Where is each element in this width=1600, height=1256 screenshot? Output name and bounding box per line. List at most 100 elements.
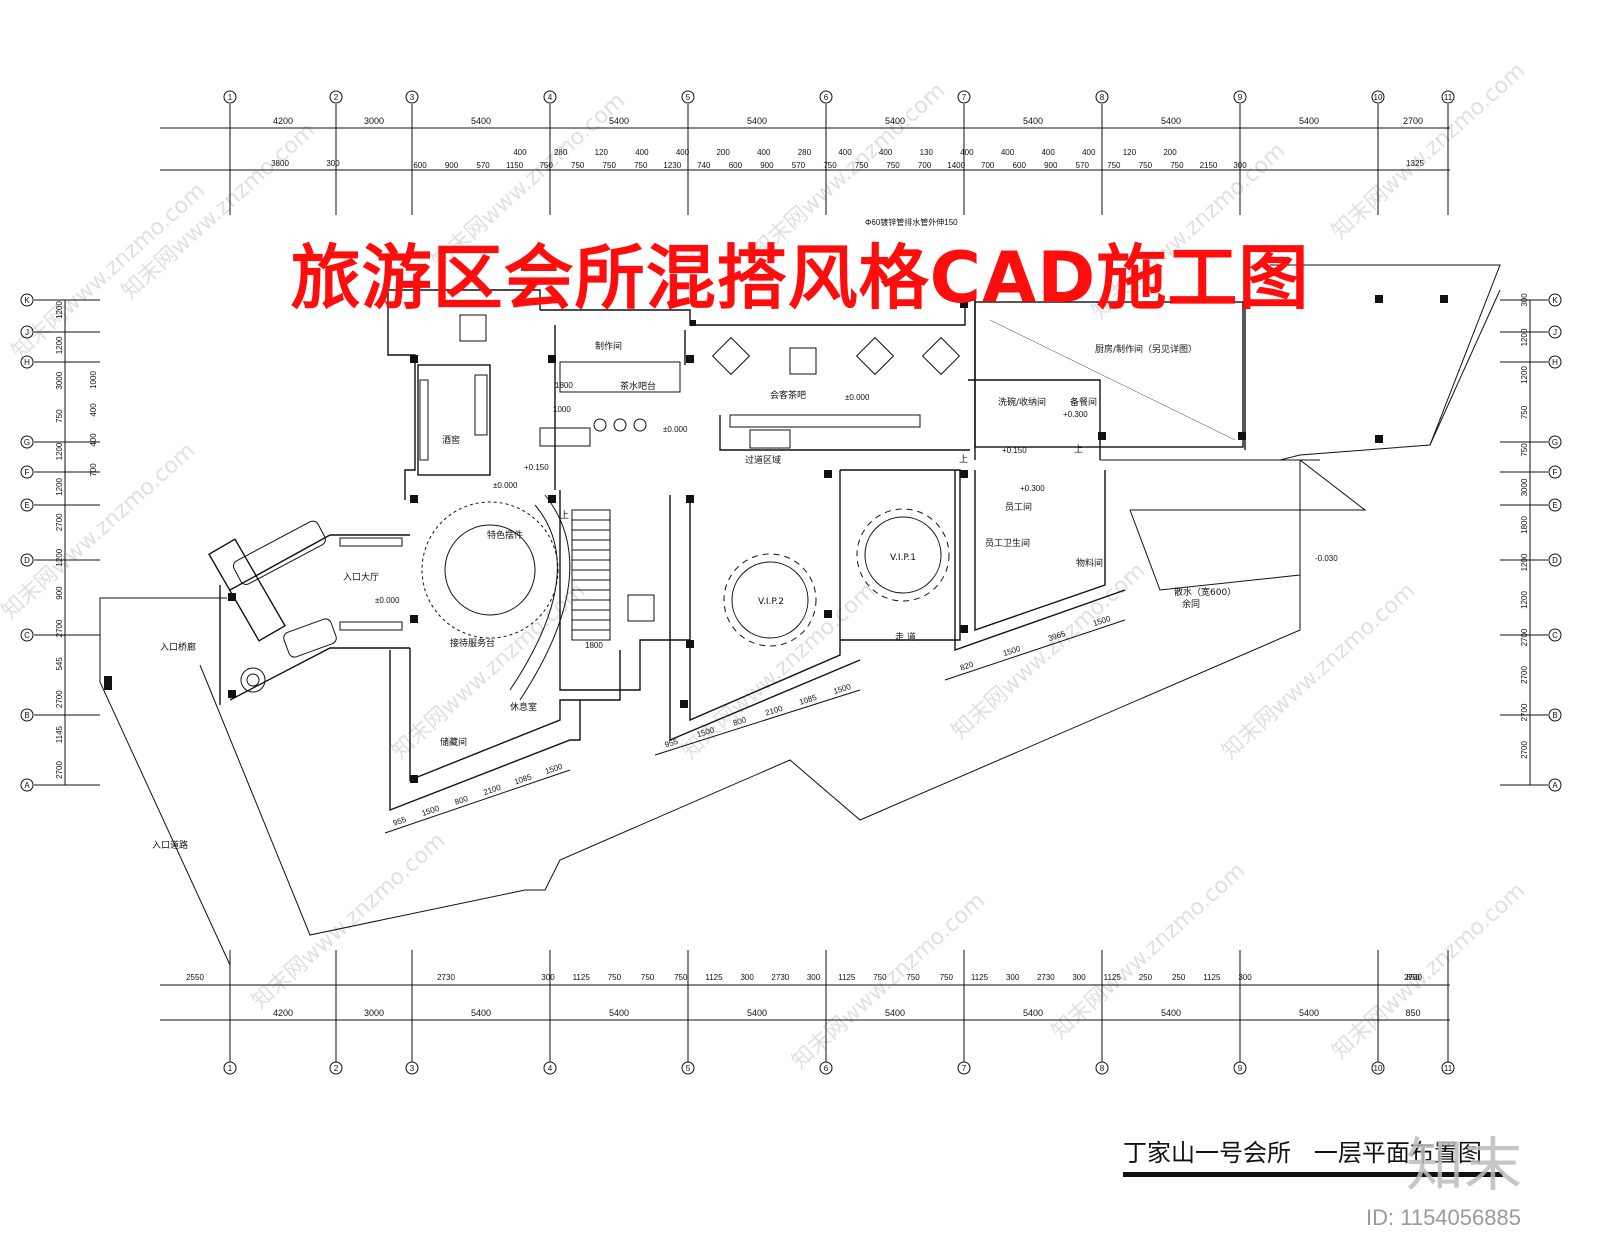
dimension-label: 4200 — [273, 1008, 293, 1018]
dimension-label: 2700 — [55, 513, 64, 531]
annex-dimension-label: 955 — [664, 737, 680, 750]
grid-row-bubble — [20, 465, 34, 479]
label-kitchen: 厨房/制作间（另见详图） — [1095, 343, 1197, 355]
dimension-label: 1125 — [971, 973, 989, 982]
grid-column-label: 10 — [1374, 93, 1383, 102]
dimension-label: 300 — [541, 973, 555, 982]
grid-row-label: G — [24, 438, 30, 447]
grid-row-bubble — [20, 325, 34, 339]
label-tea-bar: 茶水吧台 — [620, 380, 656, 392]
dimension-label: 400 — [635, 148, 649, 157]
grid-row-label: J — [1553, 328, 1557, 337]
grid-row-label: D — [1552, 556, 1558, 565]
level-mark: +0.300 — [1063, 410, 1088, 419]
dimension-label: 250 — [1139, 973, 1153, 982]
level-mark: +0.300 — [1020, 484, 1045, 493]
grid-row-label: H — [24, 358, 30, 367]
dimension-label: 850 — [1406, 973, 1420, 982]
brand-logo: 知末 — [1406, 1131, 1523, 1199]
dimension-label: 1200 — [1520, 553, 1529, 571]
label-wash: 洗碗/收纳间 — [998, 396, 1046, 408]
grid-row-label: B — [1552, 711, 1557, 720]
grid-row-label: K — [1552, 296, 1558, 305]
grid-column-label: 5 — [686, 93, 691, 102]
dimension-label: 750 — [641, 973, 655, 982]
dimension-label: 750 — [823, 161, 837, 170]
dimension-label: 3000 — [364, 116, 384, 126]
dimension-label: 750 — [571, 161, 585, 170]
annex-dimension-label: 800 — [732, 715, 748, 728]
grid-row-bubble — [1548, 355, 1562, 369]
grid-column-label: 9 — [1238, 93, 1243, 102]
dimension-label: 545 — [55, 657, 64, 671]
dimension-label: 700 — [918, 161, 932, 170]
label-up: 上 — [959, 454, 968, 465]
dimension-label: 3000 — [364, 1008, 384, 1018]
watermark: 知末网www.znzmo.com — [1327, 878, 1530, 1064]
dimension-label: 400 — [960, 148, 974, 157]
level-mark: ±0.000 — [845, 393, 870, 402]
dimension-label: 750 — [1139, 161, 1153, 170]
grid-column-label: 8 — [1100, 1064, 1105, 1073]
dimension-label: 900 — [1044, 161, 1058, 170]
dimension-label: 300 — [807, 973, 821, 982]
grid-row-bubble — [20, 628, 34, 642]
grid-row-label: C — [1552, 631, 1558, 640]
grid-row-label: E — [24, 501, 29, 510]
dimension-label: 1145 — [55, 725, 64, 743]
dimension-label: 1200 — [55, 442, 64, 460]
inner-dim: 1000 — [553, 405, 571, 414]
grid-row-bubble — [1548, 553, 1562, 567]
dimension-label: 400 — [757, 148, 771, 157]
dimension-label: 750 — [1520, 405, 1529, 419]
grid-row-bubble — [20, 553, 34, 567]
grid-column-label: 3 — [410, 93, 415, 102]
dimension-label: 2700 — [1520, 741, 1529, 759]
dimension-label: 2700 — [1520, 666, 1529, 684]
grid-row-bubble — [1548, 628, 1562, 642]
grid-row-bubble — [20, 355, 34, 369]
annex-dimension-label: 1085 — [513, 772, 533, 786]
dimension-label: 1200 — [1520, 328, 1529, 346]
dimension-label: 300 — [740, 973, 754, 982]
grid-row-bubble — [20, 778, 34, 792]
dimension-label: 400 — [89, 433, 98, 447]
dimension-label: 1200 — [55, 548, 64, 566]
label-up: 上 — [1074, 444, 1083, 455]
annex-dimension-label: 955 — [392, 815, 408, 828]
dimension-label: 1230 — [663, 161, 681, 170]
grid-column-label: 11 — [1444, 93, 1453, 102]
grid-row-label: J — [25, 328, 29, 337]
dimension-label: 1125 — [573, 973, 591, 982]
grid-column-bubble — [1095, 90, 1109, 104]
level-mark: +0.150 — [524, 463, 549, 472]
grid-row-bubble — [20, 435, 34, 449]
label-entrance-bridge: 入口桥廊 — [160, 641, 196, 653]
grid-column-label: 6 — [824, 1064, 829, 1073]
dimension-label: 900 — [445, 161, 459, 170]
dimension-label: 750 — [603, 161, 617, 170]
label-passage: 过道区域 — [745, 454, 781, 466]
label-feature-decor: 特色摆件 — [487, 529, 523, 541]
drawing-caption: 丁家山一号会所 一层平面布置图 — [1123, 1139, 1482, 1167]
dimension-label: 5400 — [747, 116, 767, 126]
dimension-label: 400 — [676, 148, 690, 157]
grid-row-label: E — [1552, 501, 1557, 510]
label-reception: 接待服务台 — [450, 637, 495, 649]
dimension-label: 130 — [920, 148, 934, 157]
label-storage: 储藏间 — [440, 736, 467, 748]
grid-column-bubble — [1441, 90, 1455, 104]
grid-column-bubble — [1233, 90, 1247, 104]
dimension-label: 300 — [1006, 973, 1020, 982]
dimension-label: 1200 — [55, 477, 64, 495]
dimension-label: 570 — [476, 161, 490, 170]
level-mark: ±0.000 — [375, 596, 400, 605]
dimension-label: 2730 — [771, 973, 789, 982]
dimension-label: 5400 — [1161, 1008, 1181, 1018]
furniture — [233, 314, 1236, 701]
grid-column-bubble — [405, 90, 419, 104]
dimension-label: 900 — [760, 161, 774, 170]
dimension-label: 400 — [838, 148, 852, 157]
